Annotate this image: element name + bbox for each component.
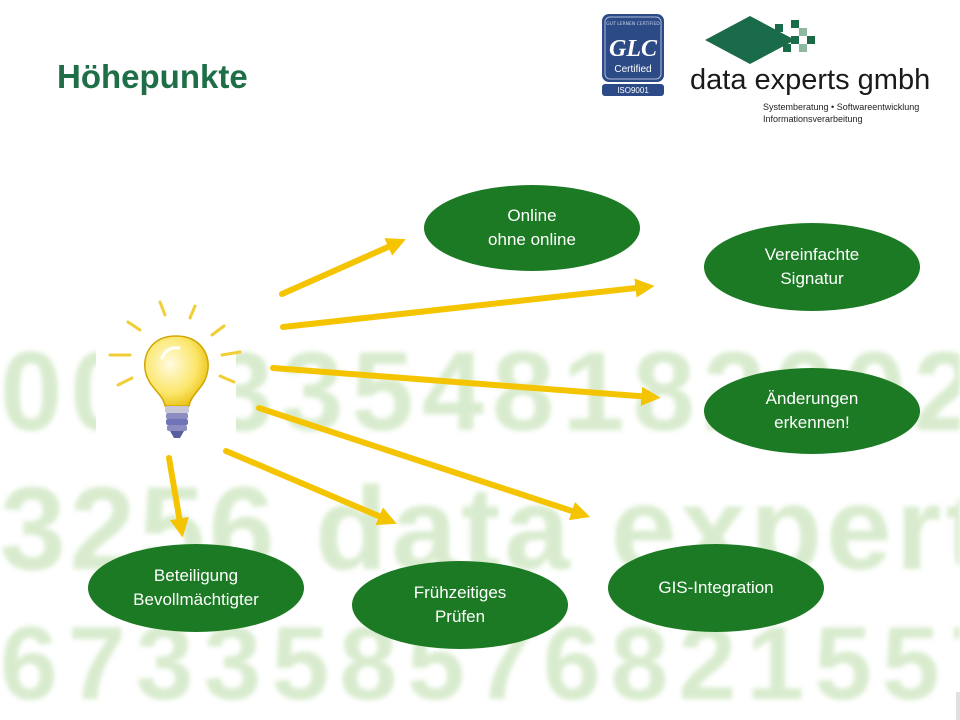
- company-tagline: Systemberatung • Softwareentwicklung Inf…: [763, 101, 919, 125]
- node-online: Online ohne online: [424, 185, 640, 271]
- arrow-to-signatur: [280, 278, 655, 330]
- arrow-to-beteiligung: [166, 455, 189, 538]
- badge-certified-text: Certified: [614, 64, 651, 75]
- slide-edge-divider: [956, 692, 960, 720]
- node-aenderungen-erkennen: Änderungen erkennen!: [704, 368, 920, 454]
- arrow-to-aenderungen: [270, 365, 661, 406]
- node-gis-integration: GIS-Integration: [608, 544, 824, 632]
- badge-iso-text: ISO9001: [617, 86, 649, 95]
- node-vereinfachte-signatur: Vereinfachte Signatur: [704, 223, 920, 311]
- badge-arc-text: GUT LERNEN CERTIFIED: [606, 21, 660, 27]
- badge-glc-text: GLC: [609, 36, 658, 62]
- slide-title: Höhepunkte: [57, 58, 248, 95]
- company-logo-icon: [705, 16, 815, 64]
- arrow-to-gis: [256, 405, 591, 521]
- tagline-line-1: Systemberatung • Softwareentwicklung: [763, 102, 920, 112]
- arrow-to-fruehzeitig: [223, 448, 397, 526]
- light-bulb-icon: [108, 300, 242, 438]
- arrow-to-online: [279, 238, 406, 297]
- glc-certified-badge: GUT LERNEN CERTIFIED GLC Certified ISO90…: [602, 14, 664, 96]
- node-fruehzeitiges-pruefen: Frühzeitiges Prüfen: [352, 561, 568, 649]
- tagline-line-2: Informationsverarbeitung: [763, 114, 863, 124]
- node-beteiligung-bevollmaechtigter: Beteiligung Bevollmächtigter: [88, 544, 304, 632]
- company-name: data experts gmbh: [690, 64, 931, 96]
